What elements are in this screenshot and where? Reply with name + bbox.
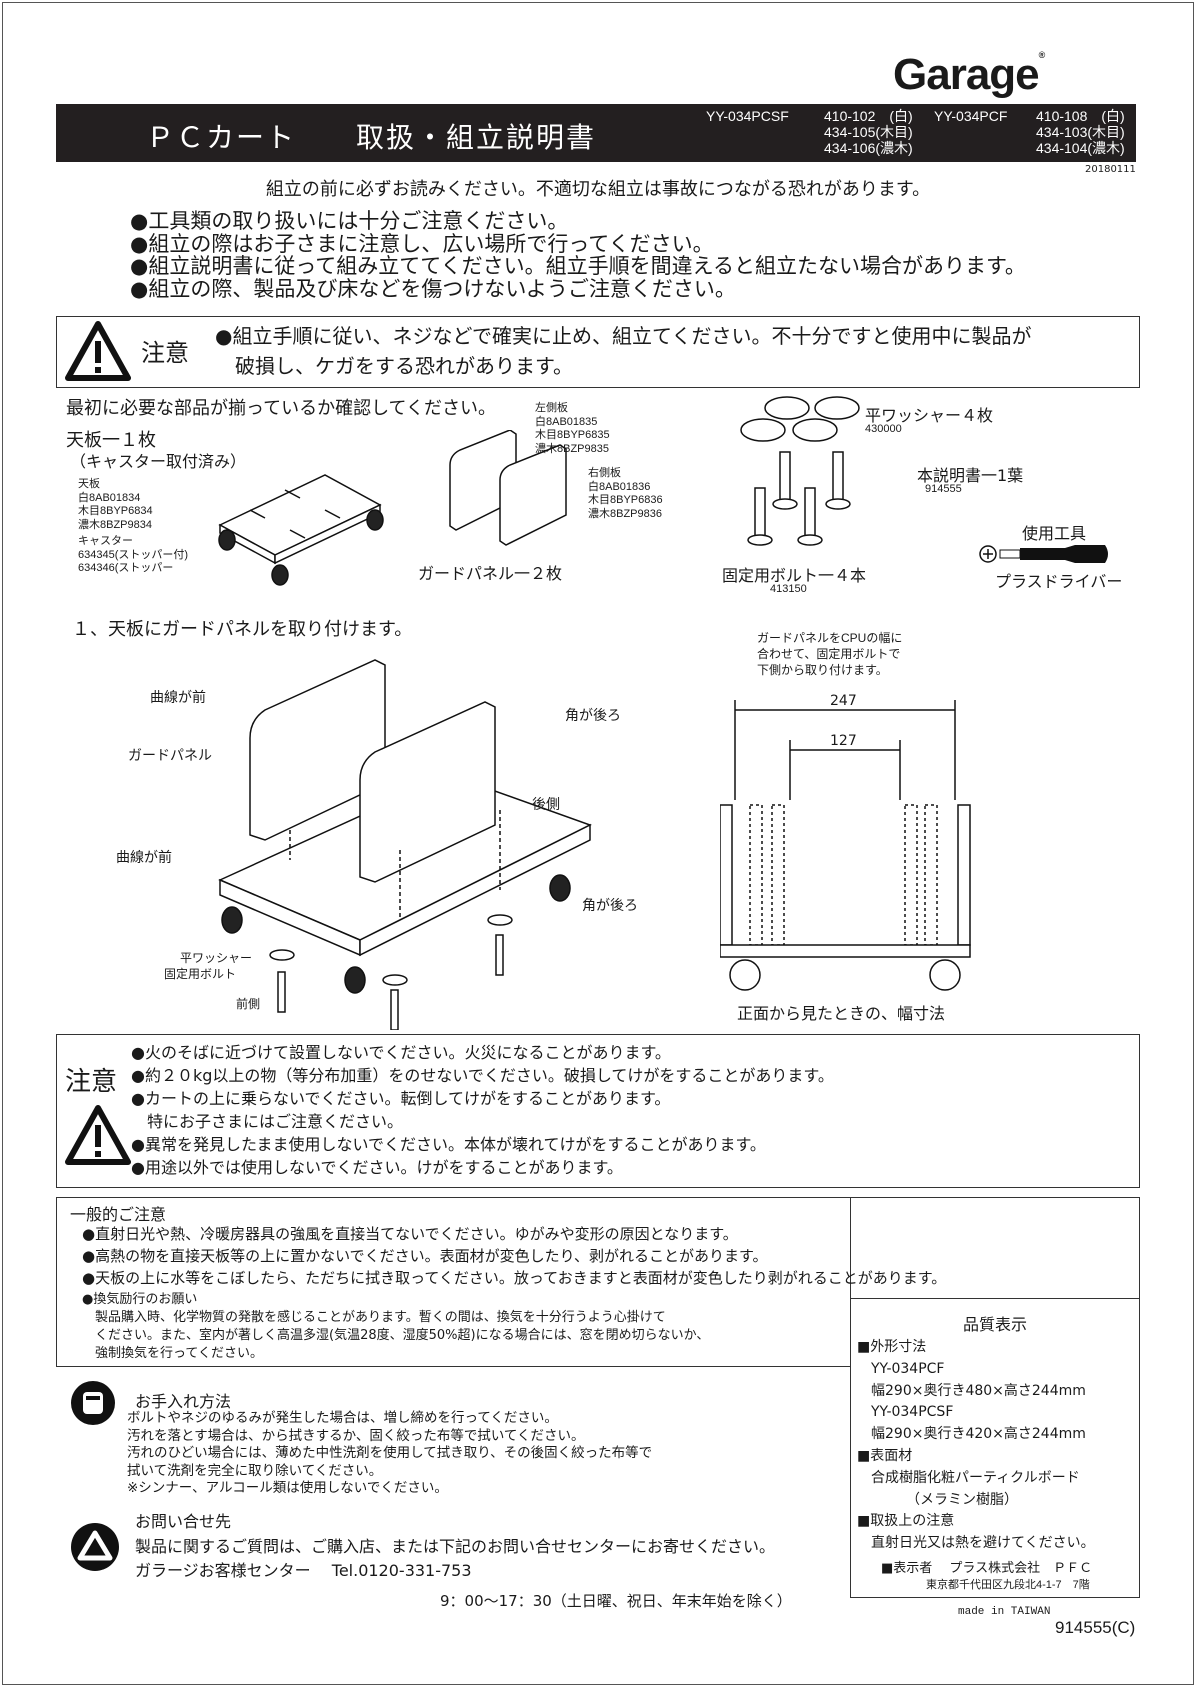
quality-lines: ■外形寸法 YY-034PCF 幅290×奥行き480×高さ244mm YY-0… xyxy=(857,1339,1095,1552)
label-washer: 平ワッシャー xyxy=(180,951,253,965)
warning-triangle-icon xyxy=(65,321,131,381)
washers-bolts-illustration xyxy=(740,396,860,546)
parts-heading: 最初に必要な部品が揃っているか確認してください。 xyxy=(66,398,497,419)
title-bar: ＰＣカート 取扱・組立説明書 YY-034PCSF 410-102 (白)434… xyxy=(56,104,1136,162)
warning-triangle-icon xyxy=(65,1105,131,1165)
top-board-sub: （キャスター取付済み） xyxy=(70,452,247,471)
bullet: ●工具類の取り扱いには十分ご注意ください。 xyxy=(130,209,569,233)
label-front-side: 前側 xyxy=(236,997,261,1011)
warning-label: 注意 xyxy=(65,1067,118,1097)
quality-address: 東京都千代田区九段北4-1-7 7階 xyxy=(926,1579,1090,1591)
contact-hours: 9：00〜17：30（土日曜、祝日、年末年始を除く） xyxy=(440,1592,792,1610)
top-board-title: 天板一１枚 xyxy=(66,430,156,451)
ventilation-note: ●換気励行のお願い 製品購入時、化学物質の発散を感じることがあります。暫くの間は… xyxy=(82,1292,710,1361)
quality-label-box: 品質表示 ■外形寸法 YY-034PCF 幅290×奥行き480×高さ244mm… xyxy=(850,1298,1140,1598)
assembly-illustration xyxy=(218,659,592,1030)
warning-box: 注意 ●火のそばに近づけて設置しないでください。火災になることがあります。●約２… xyxy=(56,1034,1140,1188)
label-curve-front-1: 曲線が前 xyxy=(150,690,206,706)
model-b: YY-034PCF xyxy=(934,108,1008,124)
mounting-note: ガードパネルをCPUの幅に合わせて、固定用ボルトで下側から取り付けます。 xyxy=(757,631,903,677)
document-title: ＰＣカート 取扱・組立説明書 xyxy=(146,121,597,154)
general-title: 一般的ご注意 xyxy=(70,1205,167,1224)
maintenance-hand-icon xyxy=(71,1381,115,1425)
caution-text: ●組立手順に従い、ネジなどで確実に止め、組立てください。不十分ですと使用中に製品… xyxy=(215,324,1032,378)
revision-date: 20180111 xyxy=(1085,164,1136,175)
made-in: made in TAIWAN xyxy=(958,1606,1051,1618)
dim-outer: 247 xyxy=(830,693,857,709)
doc-code: 914555(C) xyxy=(1055,1618,1136,1637)
front-view-caption: 正面から見たときの、幅寸法 xyxy=(737,1004,946,1023)
label-curve-front-2: 曲線が前 xyxy=(116,850,172,866)
contact-lines: 製品に関するご質問は、ご購入店、または下記のお問い合せセンターにお寄せください。… xyxy=(135,1537,776,1580)
quality-title: 品質表示 xyxy=(962,1315,1027,1334)
manual-count: 本説明書一1葉 xyxy=(917,466,1024,485)
dim-inner: 127 xyxy=(830,733,857,749)
guard-panel-count: ガードパネル一２枚 xyxy=(418,564,563,583)
model-a: YY-034PCSF xyxy=(706,108,789,124)
brand-name: Garage xyxy=(893,50,1040,99)
general-lines: ●直射日光や熱、冷暖房器具の強風を直接当てないでください。ゆがみや変形の原因とな… xyxy=(82,1225,947,1287)
care-lines: ボルトやネジのゆるみが発生した場合は、増し締めを行ってください。汚れを落とす場合… xyxy=(127,1410,653,1496)
bolt-code: 413150 xyxy=(770,583,807,595)
step1-heading: １、天板にガードパネルを取り付けます。 xyxy=(72,619,413,640)
bullet: ●組立の際はお子さまに注意し、広い場所で行ってください。 xyxy=(130,231,714,256)
intro-warning: 組立の前に必ずお読みください。不適切な組立は事故につながる恐れがあります。 xyxy=(265,179,931,200)
washer-count: 平ワッシャー４枚 xyxy=(865,406,994,425)
guard-panels-illustration xyxy=(449,430,567,546)
warning-text: ●火のそばに近づけて設置しないでください。火災になることがあります。●約２０kg… xyxy=(131,1043,834,1177)
brand-logo: Garage® xyxy=(893,50,1045,99)
front-view-diagram xyxy=(720,700,971,991)
label-back-side: 後側 xyxy=(532,797,560,813)
bullet: ●組立説明書に従って組み立ててください。組立手順を間違えると組立たない場合があり… xyxy=(130,254,1026,278)
label-corner-back-2: 角が後ろ xyxy=(582,898,638,914)
contact-icon xyxy=(71,1523,119,1571)
quality-maker: ■表示者 プラス株式会社 ＰＦＣ xyxy=(881,1561,1093,1576)
top-board-illustration xyxy=(218,474,384,586)
manual-code: 914555 xyxy=(925,483,962,495)
label-bolt: 固定用ボルト xyxy=(164,967,237,981)
codes-b: 410-108 (白)434-103(木目)434-104(濃木) xyxy=(1036,108,1125,156)
bolt-count: 固定用ボルト一４本 xyxy=(722,566,867,585)
caution-box: 注意 ●組立手順に従い、ネジなどで確実に止め、組立てください。不十分ですと使用中… xyxy=(56,316,1140,388)
assembly-bullets: ●工具類の取り扱いには十分ご注意ください。 ●組立の際はお子さまに注意し、広い場… xyxy=(130,210,1026,300)
contact-title: お問い合せ先 xyxy=(135,1512,232,1531)
tool-title: 使用工具 xyxy=(1022,524,1087,543)
caution-label: 注意 xyxy=(141,339,189,367)
washer-code: 430000 xyxy=(865,423,902,435)
tool-name: プラスドライバー xyxy=(995,572,1123,591)
codes-a: 410-102 (白)434-105(木目)434-106(濃木) xyxy=(824,108,913,156)
label-guard-panel: ガードパネル xyxy=(128,748,212,764)
label-corner-back-1: 角が後ろ xyxy=(565,708,621,724)
bullet: ●組立の際、製品及び床などを傷つけないようご注意ください。 xyxy=(130,276,736,301)
care-title: お手入れ方法 xyxy=(135,1392,232,1411)
screwdriver-icon xyxy=(979,545,1108,563)
